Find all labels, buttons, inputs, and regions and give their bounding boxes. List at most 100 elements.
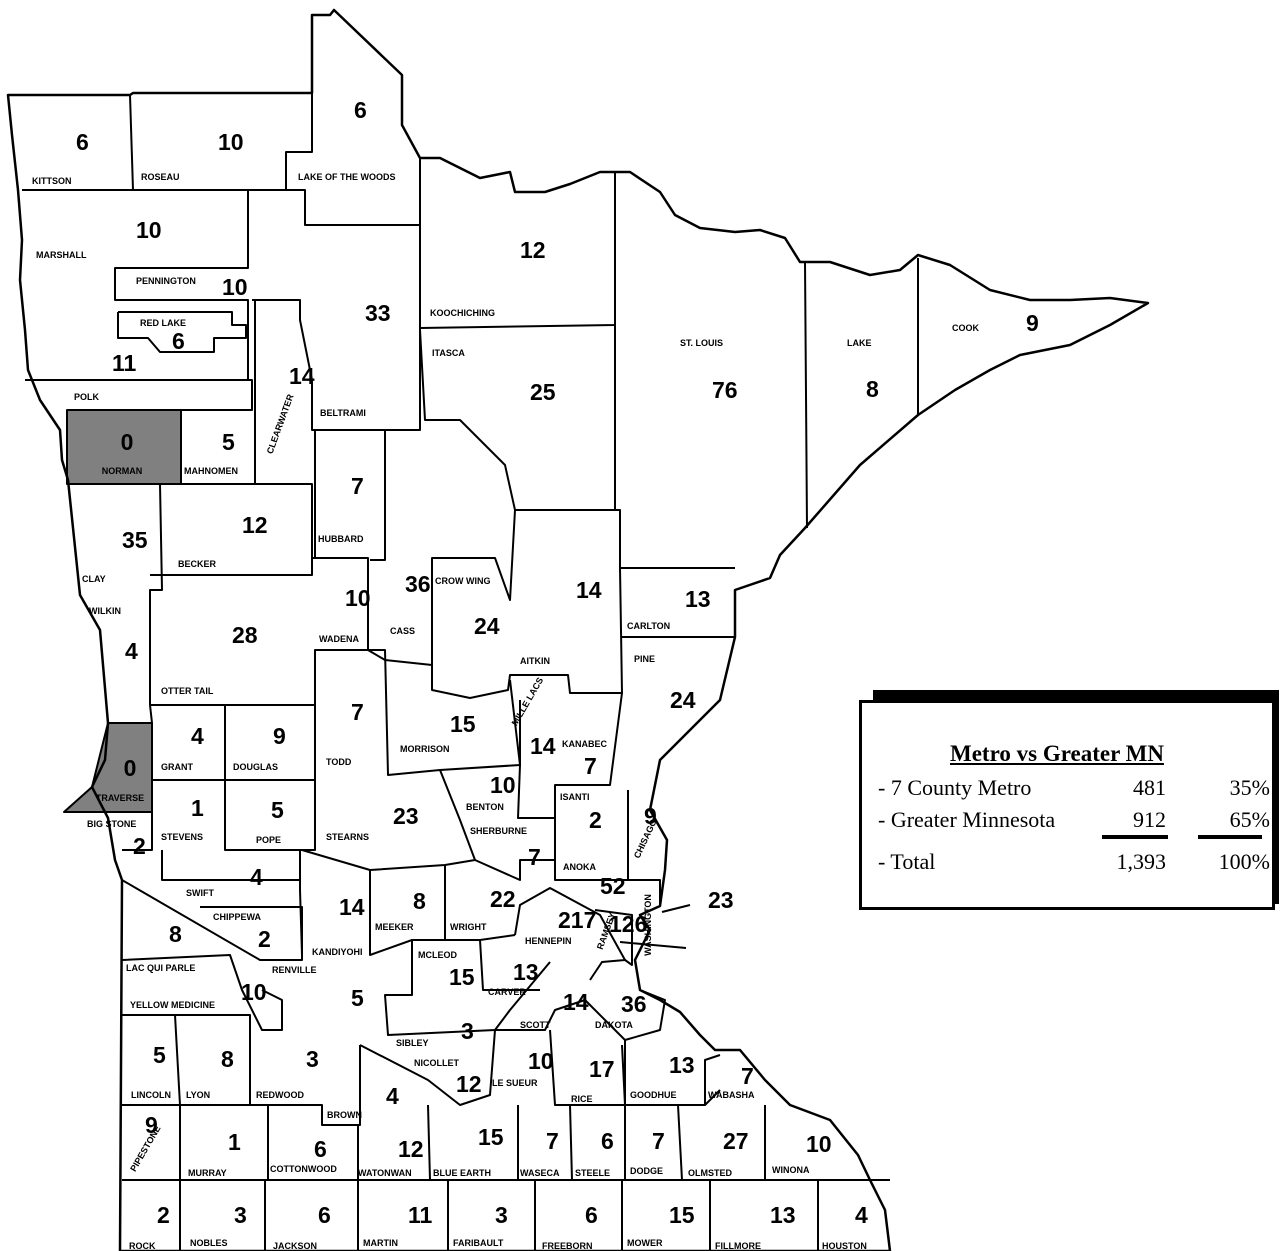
county-name-martin: MARTIN — [363, 1238, 398, 1248]
county-name-kanabec: KANABEC — [562, 739, 608, 749]
county-name-cook: COOK — [952, 323, 980, 333]
county-name-nobles: NOBLES — [190, 1238, 228, 1248]
county-name-kandiyohi: KANDIYOHI — [312, 947, 363, 957]
county-value-mower: 15 — [669, 1202, 695, 1228]
county-value-pope: 5 — [271, 797, 284, 823]
county-value-jackson: 6 — [318, 1202, 331, 1228]
county-value-redwood: 3 — [306, 1046, 319, 1072]
county-value-kandiyohi: 14 — [339, 894, 365, 920]
county-name-red-lake: RED LAKE — [140, 318, 186, 328]
county-value-watonwan: 12 — [398, 1136, 424, 1162]
legend-row-metro: - 7 County Metro 481 35% — [878, 775, 1270, 803]
legend-row-percent: 65% — [1229, 807, 1270, 832]
county-value-red-lake: 6 — [172, 328, 185, 354]
county-value-mahnomen: 5 — [222, 429, 235, 455]
county-value-martin: 11 — [408, 1202, 433, 1228]
county-name-blue-earth: BLUE EARTH — [433, 1168, 491, 1178]
county-value-dodge: 7 — [652, 1128, 665, 1154]
county-value-lac-qui-parle: 8 — [169, 921, 182, 947]
county-value-wadena: 10 — [345, 585, 371, 611]
county-name-sibley: SIBLEY — [396, 1038, 429, 1048]
county-name-le-sueur: LE SUEUR — [492, 1078, 538, 1088]
county-value-nicollet: 12 — [456, 1071, 482, 1097]
county-name-scott: SCOTT — [520, 1020, 551, 1030]
county-value-lake: 8 — [866, 376, 879, 402]
county-value-hubbard: 7 — [351, 473, 364, 499]
county-value-washington: 23 — [708, 887, 734, 913]
county-name-marshall: MARSHALL — [36, 250, 87, 260]
county-name-aitkin: AITKIN — [520, 656, 550, 666]
county-value-anoka: 52 — [600, 873, 626, 899]
county-name-wilkin: WILKIN — [89, 606, 121, 616]
county-value-grant: 4 — [191, 723, 204, 749]
county-name-norman: NORMAN — [102, 466, 143, 476]
county-value-big-stone: 2 — [133, 833, 146, 859]
county-value-morrison: 15 — [450, 711, 476, 737]
county-name-grant: GRANT — [161, 762, 193, 772]
county-name-pennington: PENNINGTON — [136, 276, 196, 286]
county-value-benton: 10 — [490, 772, 516, 798]
county-name-nicollet: NICOLLET — [414, 1058, 459, 1068]
county-name-swift: SWIFT — [186, 888, 214, 898]
county-name-cass: CASS — [390, 626, 415, 636]
county-value-dakota: 36 — [621, 991, 647, 1017]
county-value-carver: 13 — [513, 959, 539, 985]
county-name-crow-wing: CROW WING — [435, 576, 491, 586]
legend-row-greater: - Greater Minnesota 912 65% — [878, 807, 1270, 835]
county-name-steele: STEELE — [575, 1168, 610, 1178]
county-name-stevens: STEVENS — [161, 832, 203, 842]
county-name-polk: POLK — [74, 392, 100, 402]
county-name-chippewa: CHIPPEWA — [213, 912, 262, 922]
county-name-traverse: TRAVERSE — [96, 793, 144, 803]
county-name-rice: RICE — [571, 1094, 593, 1104]
county-value-st-louis: 76 — [712, 377, 738, 403]
county-name-meeker: MEEKER — [375, 922, 414, 932]
county-value-cottonwood: 6 — [314, 1136, 327, 1162]
county-value-beltrami: 33 — [365, 300, 391, 326]
county-value-yellow-medicine: 10 — [241, 979, 267, 1005]
county-name-becker: BECKER — [178, 559, 217, 569]
county-value-nobles: 3 — [234, 1202, 247, 1228]
county-name-cottonwood: COTTONWOOD — [270, 1164, 337, 1174]
county-name-jackson: JACKSON — [273, 1241, 317, 1251]
county-name-koochiching: KOOCHICHING — [430, 308, 495, 318]
metro-vs-greater-legend: Metro vs Greater MN - 7 County Metro 481… — [859, 700, 1275, 910]
county-value-renville: 5 — [351, 985, 364, 1011]
county-value-pipestone: 9 — [145, 1112, 158, 1138]
county-name-hubbard: HUBBARD — [318, 534, 364, 544]
county-name-mower: MOWER — [627, 1238, 663, 1248]
county-value-chisago: 9 — [644, 803, 657, 829]
county-value-stearns: 23 — [393, 803, 419, 829]
legend-row-label: - Greater Minnesota — [878, 807, 1056, 832]
county-name-mahnomen: MAHNOMEN — [184, 466, 238, 476]
county-value-norman: 0 — [121, 429, 134, 455]
county-name-brown: BROWN — [327, 1110, 362, 1120]
county-name-murray: MURRAY — [188, 1168, 227, 1178]
county-name-anoka: ANOKA — [563, 862, 596, 872]
county-name-mcleod: MCLEOD — [418, 950, 457, 960]
county-name-redwood: REDWOOD — [256, 1090, 304, 1100]
county-value-scott: 14 — [563, 989, 589, 1015]
county-name-wright: WRIGHT — [450, 922, 487, 932]
county-value-lincoln: 5 — [153, 1042, 166, 1068]
county-value-isanti: 2 — [589, 807, 602, 833]
county-value-mille-lacs: 14 — [530, 733, 556, 759]
legend-row-count: 912 — [1133, 807, 1166, 832]
county-value-marshall: 10 — [136, 217, 162, 243]
legend-row-percent: 35% — [1229, 775, 1270, 800]
county-value-faribault: 3 — [495, 1202, 508, 1228]
county-name-todd: TODD — [326, 757, 352, 767]
county-name-olmsted: OLMSTED — [688, 1168, 732, 1178]
county-name-lake-of-the-woods: LAKE OF THE WOODS — [298, 172, 396, 182]
county-name-lac-qui-parle: LAC QUI PARLE — [126, 963, 195, 973]
county-name-faribault: FARIBAULT — [453, 1238, 504, 1248]
county-name-beltrami: BELTRAMI — [320, 408, 366, 418]
county-value-pennington: 10 — [222, 274, 248, 300]
county-value-le-sueur: 10 — [528, 1048, 554, 1074]
county-value-otter-tail: 28 — [232, 622, 258, 648]
county-value-hennepin: 217 — [558, 907, 596, 933]
legend-count-rule — [1102, 835, 1168, 839]
county-name-mille-lacs: MILLE LACS — [510, 676, 546, 728]
county-value-fillmore: 13 — [770, 1202, 796, 1228]
county-name-waseca: WASECA — [520, 1168, 560, 1178]
